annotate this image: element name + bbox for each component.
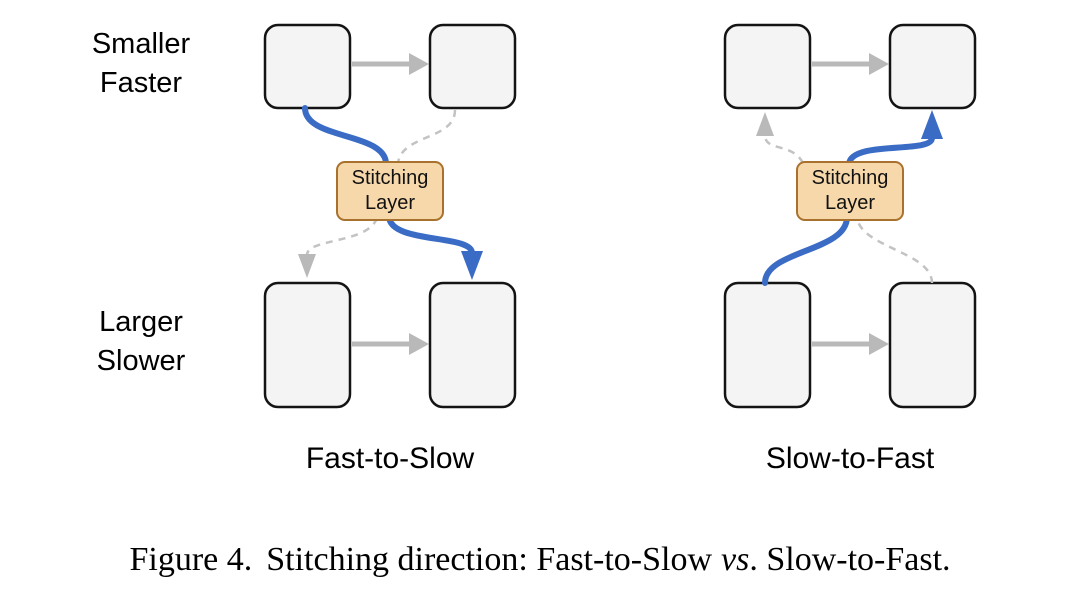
fts-inactive-route-bottom [298,217,379,278]
stf-active-route-out-arrow [846,110,943,167]
row-label-line: Slower [96,345,186,377]
fts-slow-sequence-arrow [352,333,429,355]
stitching-layer-node-stf: Stitching Layer [796,161,904,221]
stitching-layer-label-line: Layer [364,192,416,214]
diagram-caption-slow-to-fast: Slow-to-Fast [765,442,935,475]
stitching-layer-label-line: Stitching [811,167,889,189]
fts-active-route-out-arrow [386,214,483,280]
stf-inactive-route-bottom [855,217,934,284]
fts-inactive-route-top [396,109,457,164]
stf-fast-sequence-arrow [812,53,889,75]
row-label-larger-slower: Larger Slower [38,303,244,381]
stitching-layer-label-line: Stitching [351,167,429,189]
figure-caption-vs: vs [721,541,750,578]
stitching-layer-label-line: Layer [824,192,876,214]
fts-fast-sequence-arrow [352,53,429,75]
diagram-caption-fast-to-slow: Fast-to-Slow [305,442,475,475]
figure-caption-number: Figure 4. [129,541,253,578]
fts-active-route-in [302,105,389,167]
figure-caption-text-end: . Slow-to-Fast. [749,541,951,578]
row-label-line: Faster [99,67,183,99]
stf-active-route-in [762,214,850,286]
stf-fast-block-1 [723,23,812,110]
stf-slow-block-2 [888,281,977,409]
stitching-layer-node-fts: Stitching Layer [336,161,444,221]
row-label-line: Larger [99,306,183,338]
fts-slow-block-1 [263,281,352,409]
fts-fast-block-2 [428,23,517,110]
fts-slow-block-2 [428,281,517,409]
stf-fast-block-2 [888,23,977,110]
diagram-canvas [263,23,977,409]
row-label-smaller-faster: Smaller Faster [38,25,244,103]
stf-slow-block-1 [723,281,812,409]
stf-inactive-route-top [756,112,805,164]
figure-caption: Figure 4. Stitching direction: Fast-to-Sl… [0,541,1080,579]
figure-caption-text: Stitching direction: Fast-to-Slow [266,541,713,578]
row-label-line: Smaller [91,28,191,60]
fts-fast-block-1 [263,23,352,110]
stf-slow-sequence-arrow [812,333,889,355]
